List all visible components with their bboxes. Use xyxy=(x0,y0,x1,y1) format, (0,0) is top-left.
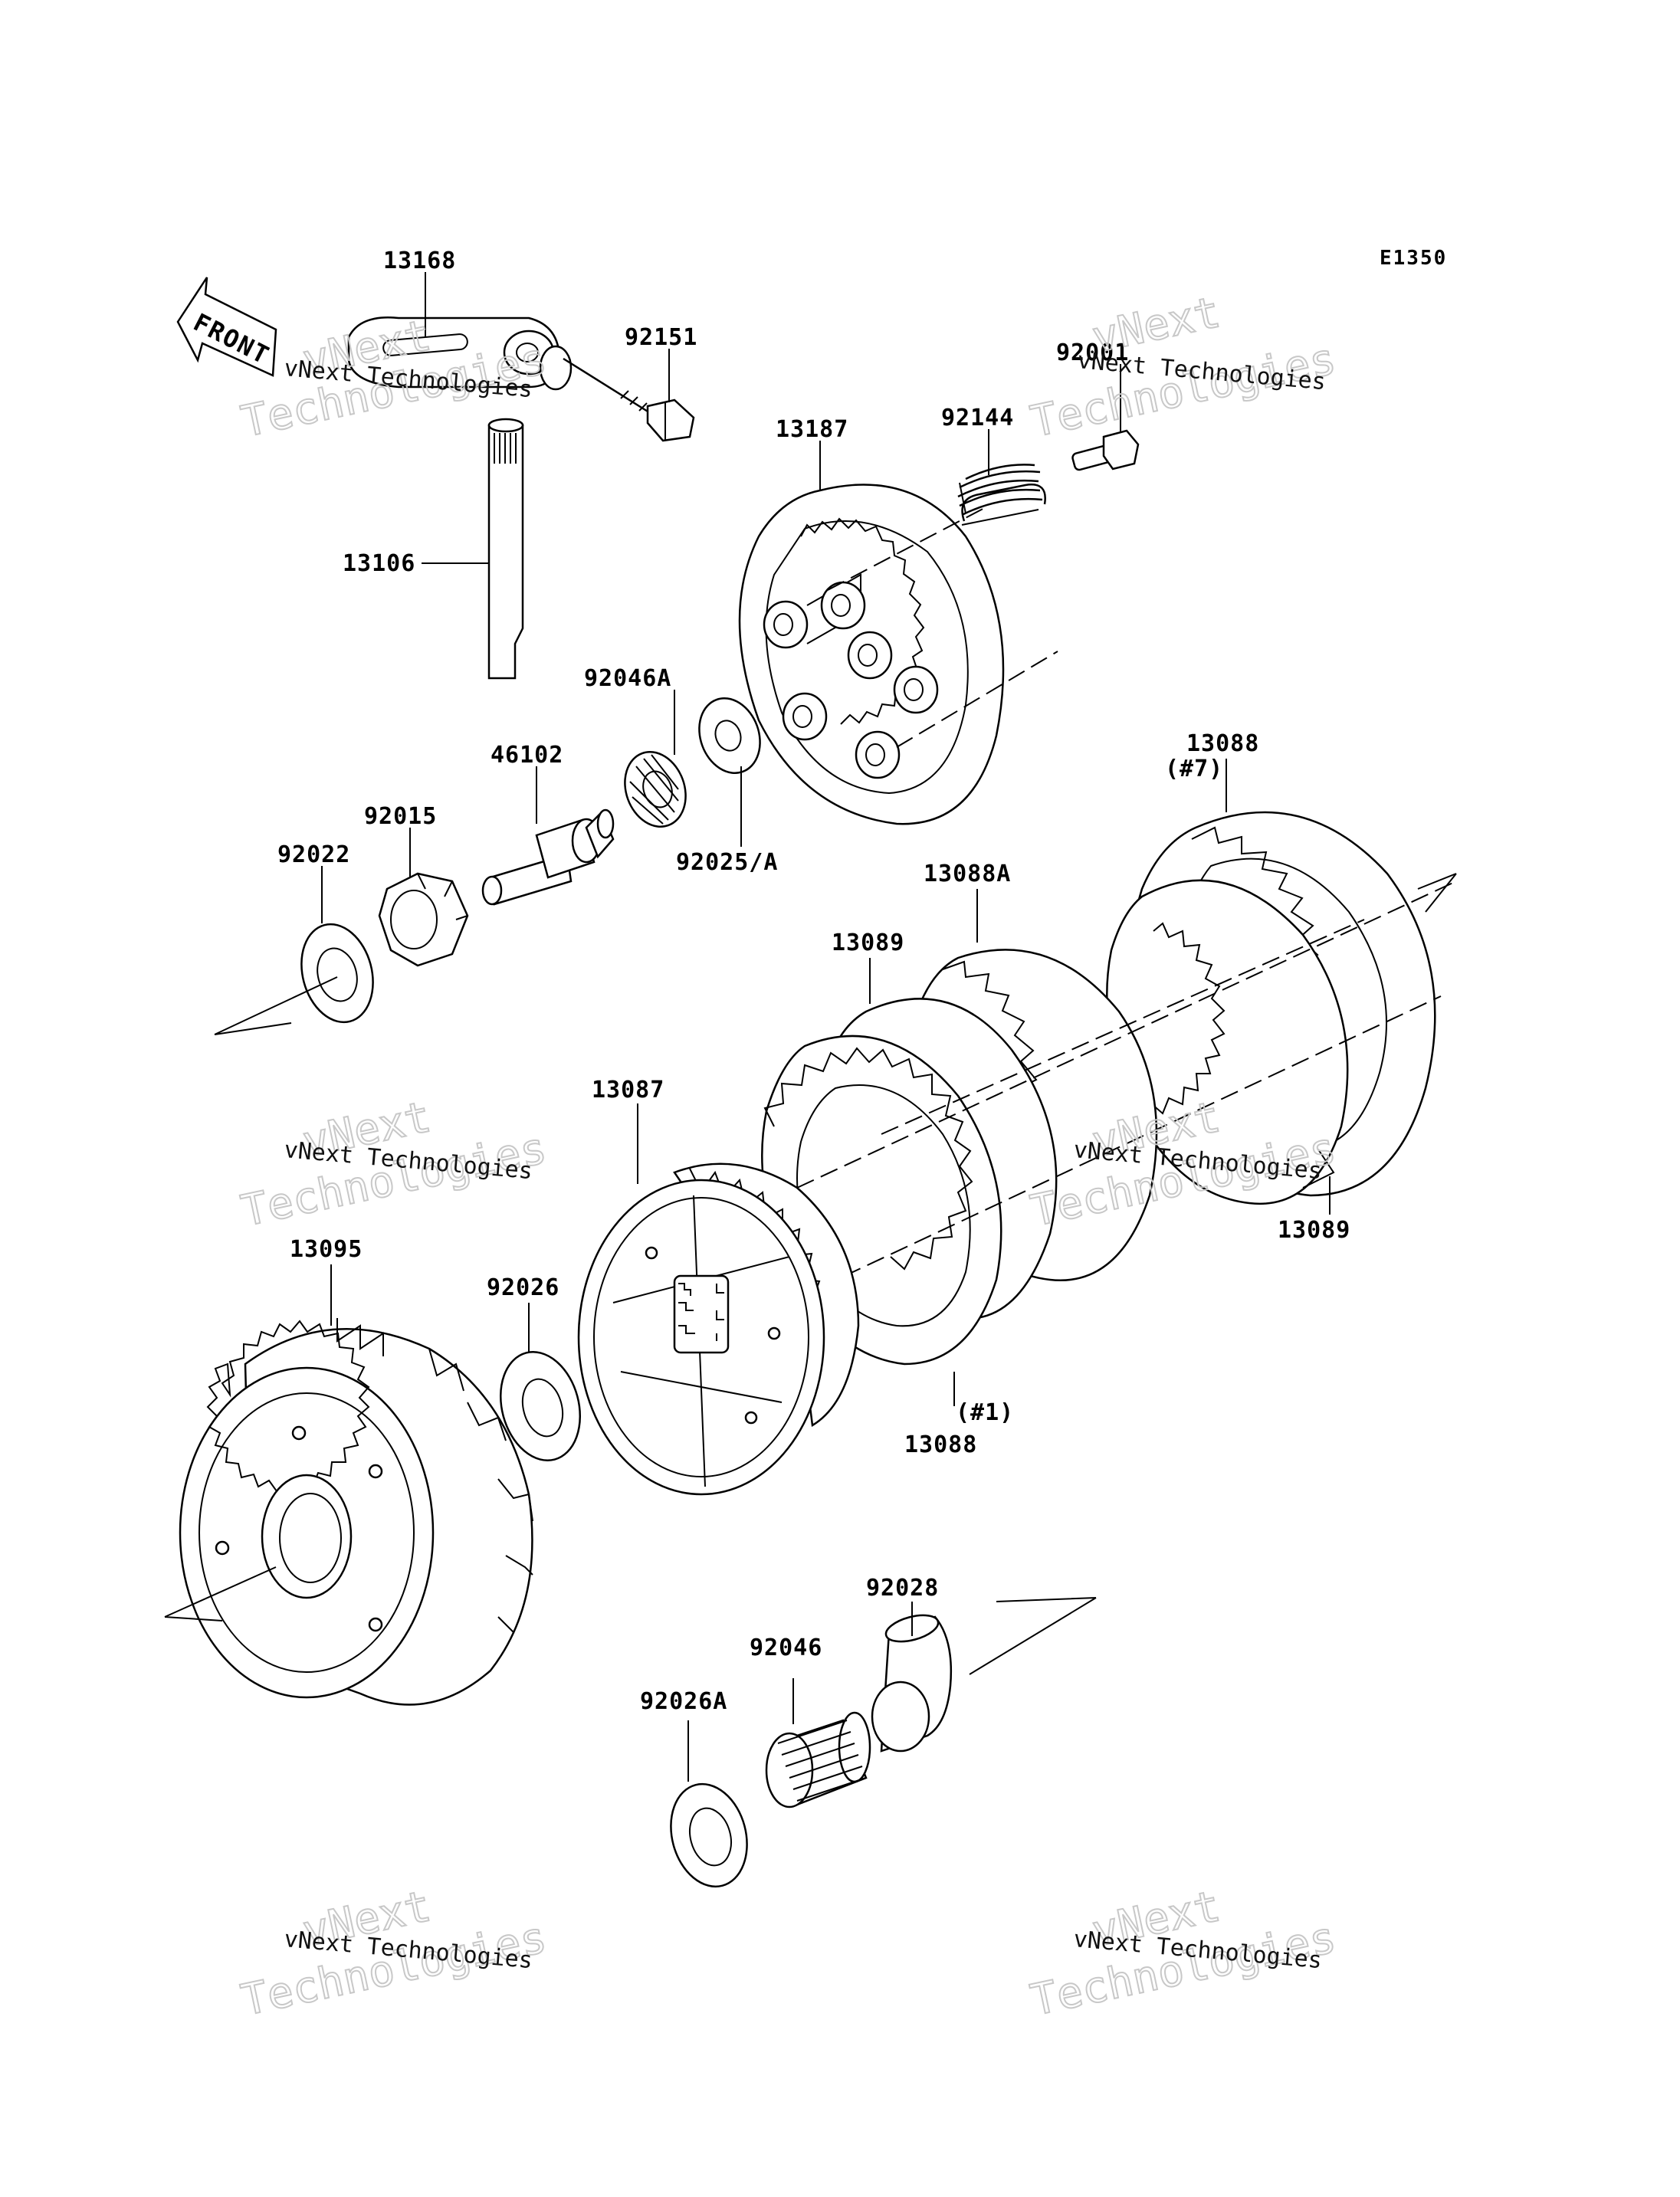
watermark: vNext Technologies vNext Technologies xyxy=(1025,1881,1340,2027)
pusher-part xyxy=(481,808,615,906)
part-label-13095: 13095 xyxy=(290,1236,363,1263)
part-note-13088-bottom: (#1) xyxy=(956,1399,1014,1426)
watermark: vNext Technologies vNext Technologies xyxy=(1025,287,1340,448)
watermark: vNext Technologies vNext Technologies xyxy=(236,1091,551,1238)
part-label-13106: 13106 xyxy=(343,550,415,577)
part-label-13087: 13087 xyxy=(592,1077,664,1103)
pressure-plate-part xyxy=(738,484,1058,825)
steel-plate-part xyxy=(1302,1149,1335,1189)
sleeve-part xyxy=(871,1614,953,1753)
part-label-13088-bottom: 13088 xyxy=(904,1431,977,1458)
diagram-code: E1350 xyxy=(1380,247,1447,270)
clutch-hub-part xyxy=(577,1162,860,1496)
washer-part xyxy=(300,923,374,1024)
part-label-92001: 92001 xyxy=(1056,339,1129,366)
part-label-13089-right: 13089 xyxy=(1278,1217,1350,1244)
small-bolt-part xyxy=(1071,429,1140,471)
part-label-46102: 46102 xyxy=(491,742,563,769)
part-label-92046A: 92046A xyxy=(584,665,671,692)
watermark: vNext Technologies vNext Technologies xyxy=(236,1881,551,2027)
part-label-13168: 13168 xyxy=(383,248,456,274)
part-label-92144: 92144 xyxy=(941,405,1014,431)
needle-bearing-part xyxy=(765,1711,871,1808)
clutch-lever-part xyxy=(347,316,573,391)
thrust-bearing-part xyxy=(624,751,687,828)
nut-part xyxy=(378,872,469,967)
front-arrow-icon: FRONT xyxy=(176,277,277,377)
steel-plate-part xyxy=(1106,879,1349,1205)
part-note-13088-top: (#7) xyxy=(1165,756,1223,782)
part-label-92151: 92151 xyxy=(625,324,697,351)
part-label-13187: 13187 xyxy=(776,416,848,443)
clutch-housing-part xyxy=(179,1318,533,1706)
part-label-92025-a: 92025/A xyxy=(676,849,778,876)
part-label-13088a: 13088A xyxy=(924,861,1011,887)
part-label-92028: 92028 xyxy=(866,1575,939,1602)
bolt-part xyxy=(563,357,695,442)
part-label-92046: 92046 xyxy=(750,1635,822,1661)
spring-part xyxy=(957,464,1046,526)
part-label-92015: 92015 xyxy=(364,803,437,830)
part-label-92026a: 92026A xyxy=(640,1688,727,1715)
washer-part xyxy=(698,697,761,774)
part-label-13088-top: 13088 xyxy=(1186,730,1259,757)
shaft-part xyxy=(487,418,524,680)
part-label-13089-left: 13089 xyxy=(832,930,904,956)
part-label-92026: 92026 xyxy=(487,1274,559,1301)
part-label-92022: 92022 xyxy=(277,841,350,868)
washer-part xyxy=(499,1351,582,1461)
seal-washer-part xyxy=(670,1782,748,1888)
